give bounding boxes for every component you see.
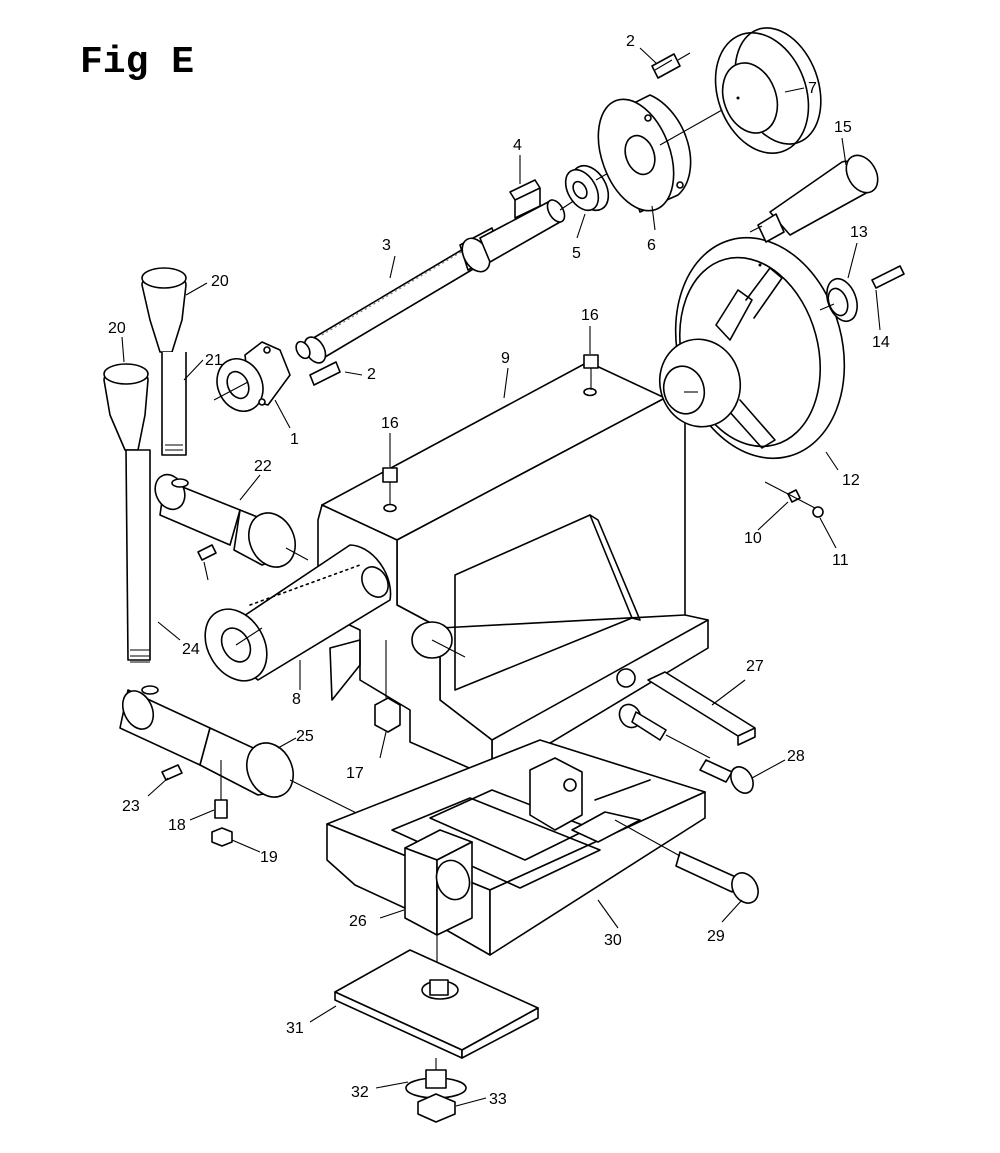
callout-20-upper: 20 <box>211 273 229 290</box>
callout-23: 23 <box>122 798 140 815</box>
callout-7: 7 <box>808 80 817 97</box>
callout-5: 5 <box>572 245 581 262</box>
callouts: 2 1 2 3 4 5 6 7 8 9 10 11 12 13 14 15 16… <box>108 33 890 1108</box>
quill-lock-shaft <box>154 473 309 568</box>
callout-20-lower: 20 <box>108 320 126 337</box>
callout-19: 19 <box>260 849 278 866</box>
tailstock-body <box>317 361 709 779</box>
callout-10: 10 <box>744 530 762 547</box>
hex-nut <box>417 1093 456 1123</box>
callout-33: 33 <box>489 1091 507 1108</box>
oil-cup-left <box>382 467 398 483</box>
callout-2-top: 2 <box>626 33 635 50</box>
graduated-dial <box>714 27 822 154</box>
callout-12: 12 <box>842 472 860 489</box>
gib-block <box>374 697 401 733</box>
cap-screw-top <box>651 52 691 79</box>
callout-3: 3 <box>382 237 391 254</box>
callout-2-bracket: 2 <box>367 366 376 383</box>
callout-24: 24 <box>182 641 200 658</box>
callout-32: 32 <box>351 1084 369 1101</box>
callout-30: 30 <box>604 932 622 949</box>
handwheel <box>658 236 846 460</box>
leader-lines <box>121 47 881 1107</box>
callout-27: 27 <box>746 658 764 675</box>
callout-16-right: 16 <box>581 307 599 324</box>
lock-pin-upper <box>197 544 217 561</box>
quill <box>204 544 392 682</box>
key <box>509 179 541 219</box>
set-screw <box>787 489 801 503</box>
thrust-bearing <box>564 154 641 212</box>
steel-ball <box>812 506 824 518</box>
oil-cup-right <box>583 354 599 369</box>
callout-18: 18 <box>168 817 186 834</box>
adjust-screw <box>618 703 754 794</box>
lock-nut <box>211 827 233 847</box>
handle-hub <box>819 277 858 323</box>
bearing-flange <box>597 94 723 213</box>
lock-spring <box>214 799 228 819</box>
callout-28: 28 <box>787 748 805 765</box>
callout-9: 9 <box>501 350 510 367</box>
callout-11: 11 <box>832 552 849 569</box>
upper-lock-lever <box>141 267 187 456</box>
callout-8: 8 <box>292 691 301 708</box>
lock-pin-lower <box>161 764 183 781</box>
base-lock-shaft <box>119 685 476 873</box>
callout-25: 25 <box>296 728 314 745</box>
callout-15: 15 <box>834 119 852 136</box>
leadscrew-bracket <box>213 341 291 412</box>
cap-screw-bracket <box>309 361 341 386</box>
lower-lock-lever <box>103 363 151 663</box>
handwheel-handle <box>749 154 879 243</box>
callout-31: 31 <box>286 1020 304 1037</box>
callout-1: 1 <box>290 431 299 448</box>
callout-22: 22 <box>254 458 272 475</box>
callout-29: 29 <box>707 928 725 945</box>
callout-14: 14 <box>872 334 890 351</box>
leadscrew <box>295 197 579 364</box>
callout-6: 6 <box>647 237 656 254</box>
gib-strip <box>647 671 756 746</box>
base-bolt <box>614 819 759 904</box>
tailstock-base <box>326 739 706 956</box>
callout-4: 4 <box>513 137 522 154</box>
callout-17: 17 <box>346 765 364 782</box>
figure-title: Fig E <box>80 41 194 84</box>
clamp-block <box>404 829 473 985</box>
callout-26: 26 <box>349 913 367 930</box>
callout-21: 21 <box>205 352 223 369</box>
callout-16-left: 16 <box>381 415 399 432</box>
clamp-plate <box>334 949 539 1059</box>
handle-screw <box>871 265 905 289</box>
callout-13: 13 <box>850 224 868 241</box>
